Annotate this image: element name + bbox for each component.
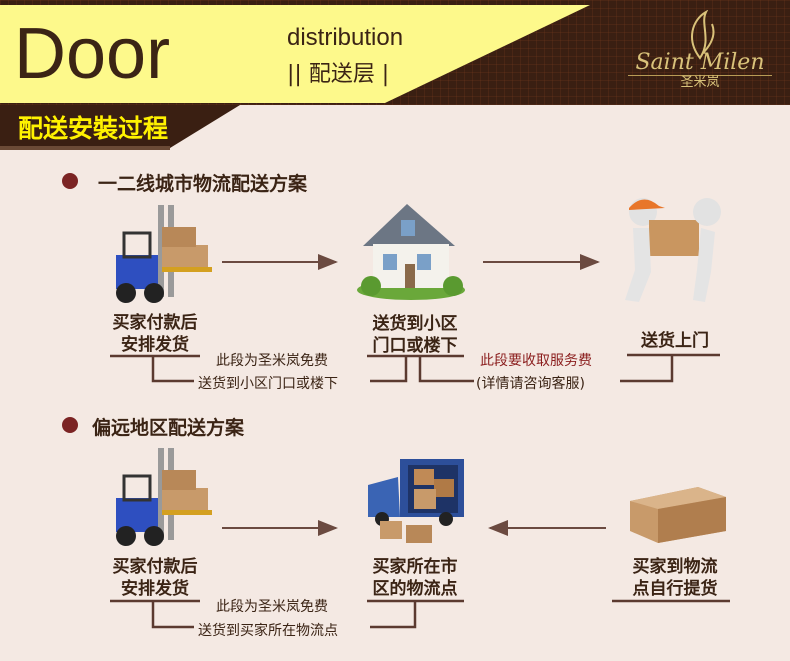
bullet-icon xyxy=(62,417,78,433)
forklift-icon xyxy=(116,205,212,303)
house-icon xyxy=(357,204,465,300)
truck-icon xyxy=(368,459,464,543)
step-label-line: 买家所在市 xyxy=(372,557,458,577)
header-title: Door xyxy=(14,14,171,94)
step-label: 送货到小区门口或楼下 xyxy=(360,313,470,357)
step-label-line: 点自行提货 xyxy=(632,579,718,599)
step-label-line: 买家到物流 xyxy=(632,557,718,577)
delivery-person-icon xyxy=(625,198,721,302)
box-icon xyxy=(630,487,726,543)
free-note-line2: 送货到小区门口或楼下 xyxy=(198,376,338,392)
step-label-line: 送货上门 xyxy=(641,331,709,351)
logo-script: Saint Milen xyxy=(635,50,765,75)
step-label: 买家付款后安排发货 xyxy=(100,312,210,356)
step-label: 买家所在市区的物流点 xyxy=(360,556,470,600)
header-subtitle-cn: || 配送层 | xyxy=(287,62,390,87)
bullet-icon xyxy=(62,173,78,189)
paid-note-line2: (详情请咨询客服) xyxy=(476,376,585,392)
step-label-line: 门口或楼下 xyxy=(372,336,458,356)
step-label-line: 送货到小区 xyxy=(372,314,458,334)
section2-heading: 偏远地区配送方案 xyxy=(92,417,245,439)
free-note-line1: 此段为圣米岚免费 xyxy=(216,599,328,615)
step-label-line: 安排发货 xyxy=(121,579,189,599)
step-label-line: 买家付款后 xyxy=(112,557,198,577)
paid-note-line1: 此段要收取服务费 xyxy=(480,353,592,369)
free-note-line2: 送货到买家所在物流点 xyxy=(198,623,338,639)
section-title: 配送安裝过程 xyxy=(18,114,169,143)
free-note-line1: 此段为圣米岚免费 xyxy=(216,353,328,369)
forklift-icon xyxy=(116,448,212,546)
step-label: 买家到物流点自行提货 xyxy=(620,556,730,600)
step-label: 送货上门 xyxy=(630,330,720,352)
header-subtitle-en: distribution xyxy=(287,24,404,51)
step-label-line: 买家付款后 xyxy=(112,313,198,333)
section-title-underline xyxy=(0,146,170,150)
leaf-logo-icon xyxy=(691,10,715,60)
logo-cn: 圣米岚 xyxy=(628,75,772,90)
step-label-line: 区的物流点 xyxy=(372,579,458,599)
step-label: 买家付款后安排发货 xyxy=(100,556,210,600)
section1-heading: 一二线城市物流配送方案 xyxy=(98,173,308,195)
step-label-line: 安排发货 xyxy=(121,335,189,355)
brand-logo: Saint Milen 圣米岚 xyxy=(620,10,780,97)
